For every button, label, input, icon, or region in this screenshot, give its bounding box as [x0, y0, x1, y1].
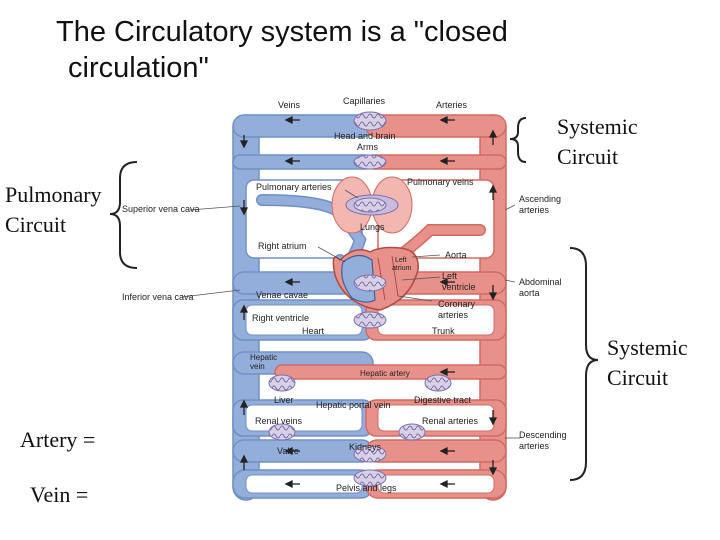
label-veins: Veins	[278, 100, 301, 110]
vein-legend-label: Vein =	[30, 482, 89, 507]
label-pulmonary-veins: Pulmonary veins	[407, 177, 474, 187]
pulmonary-circuit-label: Pulmonary Circuit	[5, 182, 102, 237]
label-pointer-lines	[181, 189, 520, 439]
label-left-atrium-2: atrium	[392, 265, 412, 272]
label-head-and-brain: Head and brain	[334, 131, 396, 141]
pulmonary-bracket	[109, 161, 138, 269]
label-pulmonary-arteries: Pulmonary arteries	[256, 182, 332, 192]
systemic-top-bracket	[509, 117, 527, 163]
label-hepatic-portal-vein: Hepatic portal vein	[316, 400, 391, 410]
capillary-beds	[268, 111, 452, 487]
diagram-labels: Veins Capillaries Arteries Head and brai…	[122, 96, 567, 493]
label-hepatic-artery: Hepatic artery	[360, 369, 410, 378]
label-abdominal-aorta-1: Abdominal	[519, 277, 562, 287]
artery-legend-label: Artery =	[20, 427, 96, 452]
label-pelvis-and-legs: Pelvis and legs	[336, 483, 397, 493]
label-hepatic-vein-2: vein	[250, 362, 265, 371]
vein-vessels	[232, 114, 374, 501]
systemic-circuit-top-label: Systemic Circuit	[557, 114, 638, 169]
systemic-bottom-bracket	[569, 247, 599, 481]
label-ascending-arteries-2: arteries	[519, 205, 550, 215]
label-right-ventricle: Right ventricle	[252, 313, 309, 323]
label-coronary-arteries-2: arteries	[438, 310, 469, 320]
label-left-ventricle-1: Left	[442, 271, 458, 281]
label-valve: Valve	[277, 446, 299, 456]
artery-vessels	[274, 114, 507, 501]
systemic-circuit-bottom-label: Systemic Circuit	[607, 335, 688, 390]
label-heart: Heart	[302, 326, 325, 336]
label-renal-arteries: Renal arteries	[422, 416, 479, 426]
label-abdominal-aorta-2: aorta	[519, 288, 540, 298]
label-renal-veins: Renal veins	[255, 416, 303, 426]
label-left-atrium-1: Left	[395, 257, 407, 264]
label-superior-vena-cava: Superior vena cava	[122, 204, 200, 214]
label-arms: Arms	[357, 142, 378, 152]
label-descending-arteries-2: arteries	[519, 441, 550, 451]
label-arteries: Arteries	[436, 100, 468, 110]
label-right-atrium: Right atrium	[258, 241, 307, 251]
label-aorta: Aorta	[445, 250, 467, 260]
label-liver: Liver	[274, 395, 294, 405]
title-line-2: circulation"	[68, 52, 209, 84]
label-trunk: Trunk	[432, 326, 455, 336]
label-ascending-arteries-1: Ascending	[519, 194, 561, 204]
label-inferior-vena-cava: Inferior vena cava	[122, 292, 194, 302]
label-capillaries: Capillaries	[343, 96, 386, 106]
page-title: The Circulatory system is a "closed circ…	[56, 14, 508, 86]
label-hepatic-vein-1: Hepatic	[250, 353, 277, 362]
title-line-1: The Circulatory system is a "closed	[56, 16, 508, 48]
label-descending-arteries-1: Descending	[519, 430, 567, 440]
label-lungs: Lungs	[360, 222, 385, 232]
label-left-ventricle-2: ventricle	[442, 282, 476, 292]
label-kidneys: Kidneys	[349, 442, 382, 452]
label-digestive-tract: Digestive tract	[414, 395, 472, 405]
flow-arrows	[239, 115, 498, 489]
label-coronary-arteries-1: Coronary	[438, 299, 476, 309]
label-venae-cavae: Venae cavae	[256, 290, 308, 300]
